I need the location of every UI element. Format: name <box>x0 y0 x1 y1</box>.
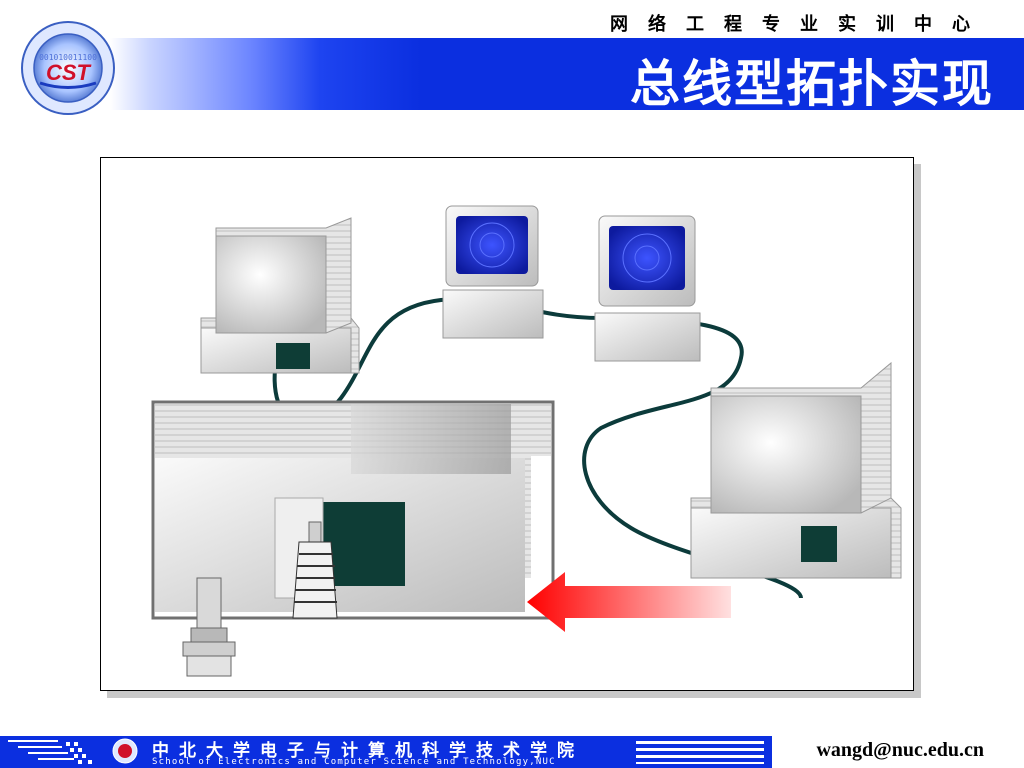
zoom-inset <box>151 400 555 620</box>
slide-title: 总线型拓扑实现 <box>630 55 994 113</box>
cst-logo-icon: 001010011100 CST <box>21 21 115 115</box>
pc-tower-icon <box>200 217 360 374</box>
header-subtitle: 网络工程专业实训中心 <box>610 14 990 35</box>
footer-stripes-right-icon <box>636 741 764 764</box>
footer-email[interactable]: wangd@nuc.edu.cn <box>816 739 984 761</box>
pc-tower-icon <box>690 361 902 579</box>
arrow-left-icon <box>527 572 731 632</box>
bus-topology-figure <box>100 157 914 691</box>
crt-monitor-icon <box>442 205 544 339</box>
header-band <box>0 38 1024 110</box>
figure-canvas <box>151 205 902 677</box>
coax-cable-icon <box>272 297 803 599</box>
bnc-connector-icon <box>182 577 236 677</box>
footer-school-cn: 中北大学电子与计算机科学技术学院 <box>152 741 584 761</box>
t-connector-icon <box>292 521 338 619</box>
footer-logo-icon <box>112 738 138 764</box>
logo-mark: CST <box>46 60 92 85</box>
footer-school-en: School of Electronics and Computer Scien… <box>152 757 556 767</box>
logo-binary: 001010011100 <box>39 53 97 62</box>
footer-stripes-icon <box>8 740 92 764</box>
crt-monitor-icon <box>594 215 701 362</box>
